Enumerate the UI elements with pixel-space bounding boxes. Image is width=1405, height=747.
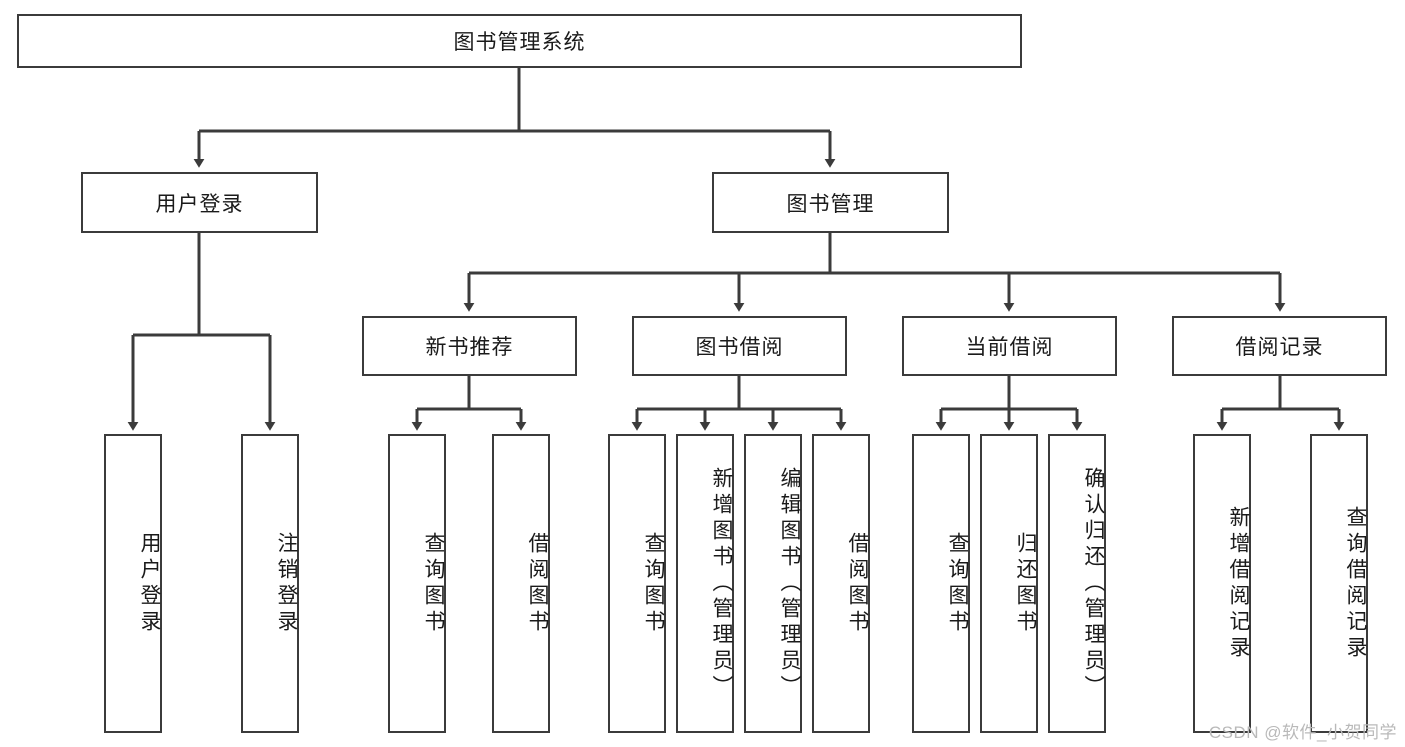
node-leaf-borrow-book-recommend[interactable]: 借阅图书 [492, 434, 550, 733]
node-label: 新书推荐 [425, 336, 514, 359]
node-new-book-recommend[interactable]: 新书推荐 [362, 316, 577, 376]
node-label: 查询图书 [642, 531, 665, 636]
node-label: 图书借阅 [695, 336, 784, 359]
node-leaf-logout[interactable]: 注销登录 [241, 434, 299, 733]
watermark-text: CSDN @软件_小贺同学 [1208, 723, 1397, 742]
node-label: 用户登录 [138, 531, 161, 636]
node-leaf-user-login[interactable]: 用户登录 [104, 434, 162, 733]
node-leaf-confirm-return-admin[interactable]: 确认归还（管理员） [1048, 434, 1106, 733]
node-current-borrow[interactable]: 当前借阅 [902, 316, 1117, 376]
node-leaf-query-borrow-record[interactable]: 查询借阅记录 [1310, 434, 1368, 733]
node-leaf-query-book-current[interactable]: 查询图书 [912, 434, 970, 733]
node-label: 用户登录 [155, 192, 244, 216]
node-root-system[interactable]: 图书管理系统 [17, 14, 1022, 68]
node-leaf-query-book-recommend[interactable]: 查询图书 [388, 434, 446, 733]
node-label: 借阅图书 [526, 531, 549, 636]
node-label: 图书管理系统 [453, 31, 586, 54]
node-label: 查询图书 [946, 531, 969, 636]
node-label: 借阅记录 [1235, 336, 1324, 359]
node-leaf-edit-book-admin[interactable]: 编辑图书（管理员） [744, 434, 802, 733]
node-borrow-records[interactable]: 借阅记录 [1172, 316, 1387, 376]
node-leaf-return-book[interactable]: 归还图书 [980, 434, 1038, 733]
node-book-borrow[interactable]: 图书借阅 [632, 316, 847, 376]
node-label: 归还图书 [1014, 531, 1037, 636]
node-user-login[interactable]: 用户登录 [81, 172, 318, 233]
node-leaf-add-borrow-record[interactable]: 新增借阅记录 [1193, 434, 1251, 733]
node-leaf-query-book-borrow[interactable]: 查询图书 [608, 434, 666, 733]
node-leaf-borrow-book[interactable]: 借阅图书 [812, 434, 870, 733]
node-label: 查询借阅记录 [1344, 505, 1367, 662]
node-book-management[interactable]: 图书管理 [712, 172, 949, 233]
node-leaf-add-book-admin[interactable]: 新增图书（管理员） [676, 434, 734, 733]
node-label: 新增图书（管理员） [710, 466, 733, 701]
node-label: 注销登录 [275, 531, 298, 636]
node-label: 编辑图书（管理员） [778, 466, 801, 701]
node-label: 当前借阅 [965, 336, 1054, 359]
node-label: 确认归还（管理员） [1082, 466, 1105, 701]
node-label: 新增借阅记录 [1227, 505, 1250, 662]
node-label: 查询图书 [422, 531, 445, 636]
node-label: 图书管理 [786, 192, 875, 216]
node-label: 借阅图书 [846, 531, 869, 636]
